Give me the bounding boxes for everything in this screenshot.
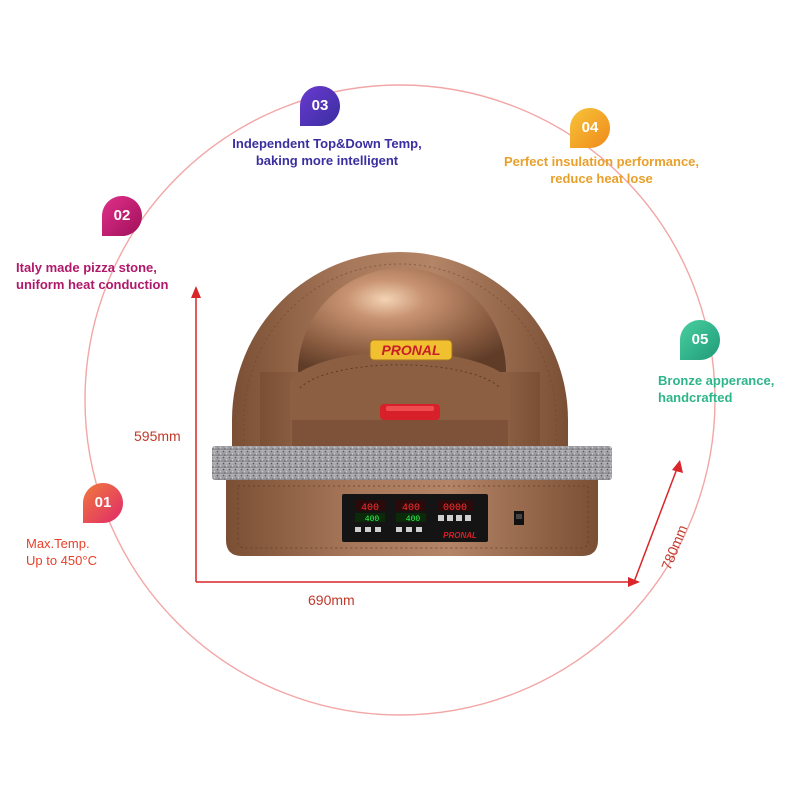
dim-height-label: 595mm [134,428,181,444]
feature-line: Perfect insulation performance, [503,154,700,169]
feature-line: Italy made pizza stone, [16,260,157,275]
feature-line: Independent Top&Down Temp, [232,136,422,151]
panel-brand: PRONAL [443,531,477,540]
display-top-left: 400 [361,503,379,514]
arrow-head-depth [672,460,683,473]
feature-text-05: Bronze apperance, handcrafted [658,372,774,406]
feature-text-01: Max.Temp. Up to 450°C [26,535,97,569]
feature-pin-05: 05 [678,318,722,362]
oven-dome [298,268,506,372]
feature-line: baking more intelligent [255,153,399,168]
dimension-arrows [195,292,679,583]
feature-line: Bronze apperance, [658,373,775,388]
feature-pin-01: 01 [81,481,125,525]
feature-circle [84,84,716,716]
feature-line: Max.Temp. [26,536,90,551]
feature-line: uniform heat conduction [16,277,169,292]
feature-number-02: 02 [113,207,131,224]
feature-line: handcrafted [658,390,733,405]
feature-number-01: 01 [94,494,112,511]
feature-pin-03: 03 [298,84,342,128]
feature-number-03: 03 [311,97,329,114]
feature-pin-04: 04 [568,106,612,150]
feature-text-03: Independent Top&Down Temp, baking more i… [222,135,432,169]
feature-line: reduce heat lose [550,171,653,186]
display-top-right: 400 [402,503,420,514]
display-bottom-right: 400 [406,515,421,524]
pizza-stone [212,446,612,480]
display-timer: 0000 [443,503,467,514]
feature-number-05: 05 [691,331,709,348]
dim-width-label: 690mm [308,592,355,608]
pin-icon [680,320,720,360]
pin-icon [570,108,610,148]
pin-icon [300,86,340,126]
feature-pin-02: 02 [100,194,144,238]
feature-text-02: Italy made pizza stone, uniform heat con… [16,259,168,293]
feature-number-04: 04 [581,119,599,136]
arrow-head-right [628,577,640,587]
panel-buttons [355,515,471,532]
arrow-head-up [191,286,201,298]
brand-logo: PRONAL [381,342,440,358]
brand-badge [369,339,453,361]
feature-line: Up to 450°C [26,553,97,568]
pin-icon [83,483,123,523]
pin-icon [102,196,142,236]
feature-text-04: Perfect insulation performance, reduce h… [494,153,709,187]
display-bottom-left: 400 [365,515,380,524]
